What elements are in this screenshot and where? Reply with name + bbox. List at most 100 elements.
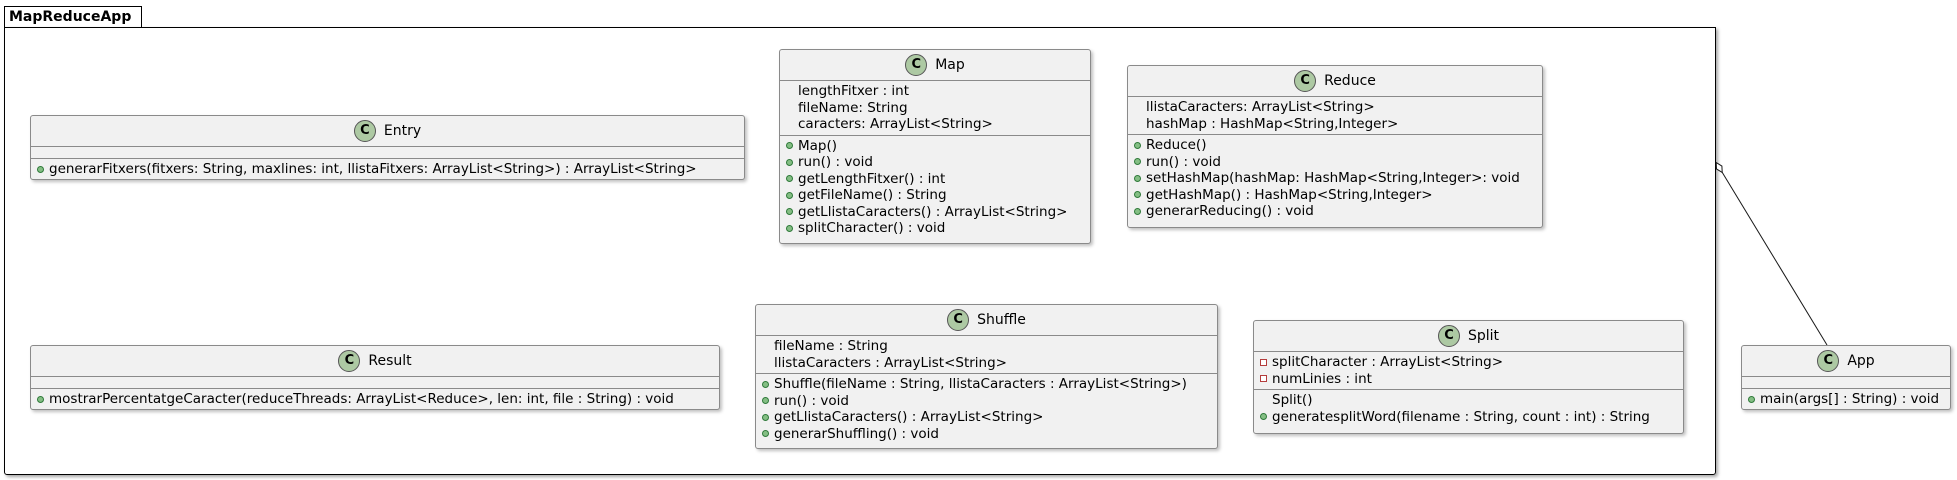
public-marker-icon [786,142,793,150]
class-name: Entry [383,123,422,139]
class-name: Split [1467,328,1500,344]
class-header: C Reduce [1128,66,1542,97]
methods-compartment: generarFitxers(fitxers: String, maxlines… [31,159,744,181]
field-text: fileName: String [798,99,908,116]
public-visibility-icon [1134,158,1146,166]
public-marker-icon [1260,413,1267,421]
method-row: Split() [1260,392,1677,409]
fields-compartment [1742,377,1950,389]
public-visibility-icon [786,175,798,183]
class-icon: C [1817,350,1840,372]
field-text: splitCharacter : ArrayList<String> [1272,354,1504,370]
method-text: run() : void [1146,153,1221,170]
public-visibility-icon [1134,141,1146,149]
method-row: generarFitxers(fitxers: String, maxlines… [37,161,738,178]
aggregation-line [1721,171,1828,346]
method-text: getLlistaCaracters() : ArrayList<String> [774,409,1044,425]
class-name: Map [935,57,965,73]
method-text: run() : void [774,392,849,409]
method-row: splitCharacter() : void [786,220,1084,237]
public-visibility-icon [786,224,798,232]
class-name: Reduce [1324,73,1376,89]
method-text: splitCharacter() : void [798,220,946,236]
public-marker-icon [786,224,793,232]
method-text: Shuffle(fileName : String, llistaCaracte… [774,376,1187,392]
public-visibility-icon [762,380,774,388]
field-text: fileName : String [774,338,888,354]
public-visibility-icon [37,165,49,173]
package-tab: MapReduceApp [4,6,143,27]
method-row: run() : void [786,154,1084,171]
field-row: fileName : String [762,338,1211,355]
private-marker-icon [1260,358,1267,366]
field-row: llistaCaracters : ArrayList<String> [762,355,1211,372]
method-text: getHashMap() : HashMap<String,Integer> [1146,186,1433,203]
public-marker-icon [1134,207,1141,215]
class-icon: C [353,120,376,142]
public-marker-icon [1748,395,1755,403]
private-visibility-icon [1260,358,1272,366]
public-visibility-icon [37,395,49,403]
public-marker-icon [37,165,44,173]
package-frame [4,27,1716,475]
methods-compartment: Shuffle(fileName : String, llistaCaracte… [756,374,1217,445]
public-marker-icon [1134,174,1141,182]
class-icon: C [1437,325,1460,347]
fields-compartment [31,377,719,389]
class-name: Shuffle [977,312,1026,328]
public-visibility-icon [762,397,774,405]
public-marker-icon [1134,158,1141,166]
method-row: main(args[] : String) : void [1748,391,1944,408]
method-text: Reduce() [1146,137,1207,153]
method-text: mostrarPercentatgeCaracter(reduceThreads… [49,391,674,407]
public-visibility-icon [1134,207,1146,215]
field-text: llistaCaracters: ArrayList<String> [1146,99,1375,115]
method-row: Map() [786,138,1084,155]
class-entry: C Entry generarFitxers(fitxers: String, ma… [30,115,745,180]
method-row: getLlistaCaracters() : ArrayList<String> [786,204,1084,221]
method-text: generarFitxers(fitxers: String, maxlines… [49,161,697,177]
method-row: run() : void [1134,154,1536,171]
public-visibility-icon [762,430,774,438]
field-row: llistaCaracters: ArrayList<String> [1134,99,1536,116]
fields-compartment: llistaCaracters: ArrayList<String>hashMa… [1128,97,1542,135]
field-row: lengthFitxer : int [786,83,1084,100]
public-marker-icon [786,191,793,199]
class-icon: C [905,54,928,76]
public-marker-icon [1134,141,1141,149]
public-visibility-icon [1260,413,1272,421]
method-text: run() : void [798,154,873,170]
public-visibility-icon [786,158,798,166]
method-row: generatesplitWord(filename : String, cou… [1260,409,1677,426]
method-text: getLengthFitxer() : int [798,170,946,187]
private-visibility-icon [1260,375,1272,383]
fields-compartment: splitCharacter : ArrayList<String>numLin… [1254,352,1683,390]
field-text: caracters: ArrayList<String> [798,116,993,132]
public-visibility-icon [786,208,798,216]
method-text: getFileName() : String [798,187,947,203]
method-row: generarShuffling() : void [762,426,1211,443]
method-row: run() : void [762,393,1211,410]
field-row: fileName: String [786,100,1084,117]
method-text: setHashMap(hashMap: HashMap<String,Integ… [1146,170,1520,186]
field-row: splitCharacter : ArrayList<String> [1260,354,1677,371]
class-header: C Entry [31,116,744,147]
method-row: generarReducing() : void [1134,203,1536,220]
public-marker-icon [762,413,769,421]
class-split: C Split splitCharacter : ArrayList<String>… [1253,320,1684,434]
class-icon: C [338,350,361,372]
public-visibility-icon [1748,395,1760,403]
method-text: getLlistaCaracters() : ArrayList<String> [798,203,1068,220]
method-text: generatesplitWord(filename : String, cou… [1272,408,1650,425]
method-text: generarShuffling() : void [774,425,939,442]
public-visibility-icon [786,142,798,150]
method-row: getLengthFitxer() : int [786,171,1084,188]
class-icon: C [1294,70,1317,92]
